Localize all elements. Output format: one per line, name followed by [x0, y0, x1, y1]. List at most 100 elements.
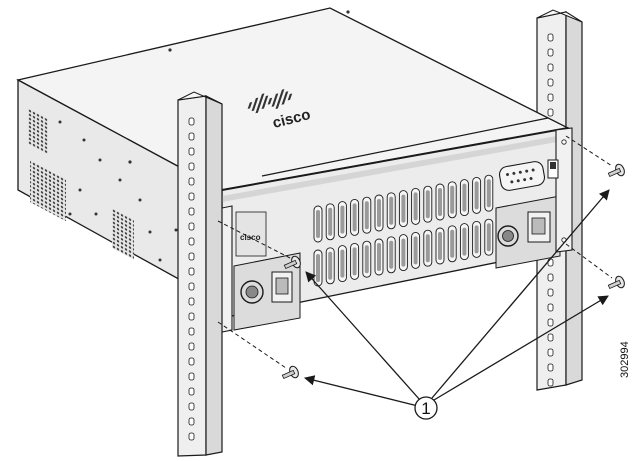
- side-vent: [30, 160, 66, 222]
- screw: [283, 255, 301, 270]
- vent-slot-inner: [486, 223, 491, 252]
- rail-hole: [547, 378, 554, 387]
- rail-hole: [188, 132, 195, 141]
- port-pin: [529, 176, 533, 180]
- rail-hole: [547, 273, 554, 282]
- rail-hole: [188, 237, 195, 246]
- rail-hole: [188, 342, 195, 351]
- side-hole: [82, 138, 86, 142]
- rail-hole: [547, 93, 554, 102]
- rail-hole: [188, 252, 195, 261]
- rail-hole: [188, 372, 195, 381]
- side-vent: [28, 108, 48, 155]
- screw: [281, 365, 299, 380]
- vent-slot-inner: [474, 181, 479, 210]
- port-pin: [523, 178, 527, 182]
- front-vent-grille: [313, 174, 494, 287]
- vent-slot-inner: [425, 190, 430, 219]
- router-chassis: cisco cisco: [16, 7, 573, 335]
- alignment-lines: [217, 135, 613, 369]
- vent-slot-inner: [486, 179, 491, 208]
- vent-slot-inner: [340, 205, 345, 234]
- callout-1: 1: [414, 396, 438, 420]
- vent-slot-inner: [364, 201, 369, 230]
- side-hole: [148, 230, 152, 234]
- vent-slot-inner: [401, 238, 406, 267]
- vent-slot-inner: [438, 188, 442, 216]
- port-pin: [512, 171, 516, 175]
- rail-hole: [188, 267, 195, 276]
- side-hole: [174, 228, 178, 232]
- rail-hole: [188, 192, 195, 201]
- rail-hole: [547, 63, 554, 72]
- rail-hole: [188, 222, 195, 231]
- power-switch: [547, 159, 559, 179]
- side-hole: [138, 198, 142, 202]
- rail-hole: [547, 48, 554, 57]
- rail-hole: [547, 108, 554, 117]
- vent-slot-inner: [316, 210, 320, 238]
- port-pin: [510, 180, 514, 184]
- vent-slot-inner: [462, 227, 467, 256]
- vent-slot-inner: [401, 194, 406, 223]
- side-hole: [158, 258, 162, 262]
- vent-slot-inner: [340, 249, 345, 278]
- rail-hole: [188, 117, 195, 126]
- side-hole: [98, 158, 102, 162]
- rail-hole: [188, 327, 195, 336]
- rack-rail-left: [177, 91, 223, 457]
- port-pin: [525, 169, 529, 173]
- port-pin: [516, 179, 520, 183]
- vent-slot-inner: [364, 245, 369, 274]
- vent-slot-inner: [413, 236, 418, 265]
- rail-hole: [188, 297, 195, 306]
- side-hole: [118, 178, 122, 182]
- port-pin: [531, 168, 535, 172]
- callout-leaders: [303, 189, 610, 407]
- vent-slot-inner: [389, 196, 394, 225]
- rail-hole: [547, 318, 554, 327]
- port-pin: [506, 172, 510, 176]
- vent-slot-inner: [352, 247, 357, 276]
- rail-hole: [188, 147, 195, 156]
- side-hole: [78, 188, 82, 192]
- vent-slot-inner: [328, 251, 333, 280]
- power-supply-right: [495, 195, 561, 269]
- vent-slot-inner: [450, 229, 455, 258]
- rail-hole: [547, 333, 554, 342]
- callout-number: 1: [421, 399, 430, 418]
- vent-slot-inner: [377, 243, 381, 271]
- rail-hole: [547, 78, 554, 87]
- vent-slot-inner: [438, 232, 442, 260]
- vent-slot-inner: [413, 192, 418, 221]
- side-hole: [94, 212, 98, 216]
- figure-number: 302994: [619, 341, 631, 378]
- rail-hole: [547, 33, 554, 42]
- rail-hole: [188, 162, 195, 171]
- mounting-bracket-right: [555, 127, 573, 253]
- side-vent: [112, 208, 134, 260]
- screw: [607, 275, 625, 290]
- side-hole: [68, 212, 72, 216]
- rail-hole: [188, 387, 195, 396]
- side-hole: [58, 120, 62, 124]
- rail-hole: [547, 348, 554, 357]
- vent-slot-inner: [474, 225, 479, 254]
- rail-hole: [188, 312, 195, 321]
- vent-slot-inner: [425, 234, 430, 263]
- console-port: [498, 161, 546, 191]
- vent-slot-inner: [316, 254, 320, 282]
- rail-hole: [547, 288, 554, 297]
- screw: [607, 163, 625, 178]
- rail-hole: [188, 417, 195, 426]
- rail-hole: [188, 207, 195, 216]
- vent-slot-inner: [389, 240, 394, 269]
- rail-hole: [188, 357, 195, 366]
- vent-slot-inner: [328, 207, 333, 236]
- vent-slot-inner: [462, 183, 467, 212]
- rail-hole: [547, 363, 554, 372]
- rail-hole: [547, 303, 554, 312]
- port-pin: [518, 170, 522, 174]
- vent-slot-inner: [352, 203, 357, 232]
